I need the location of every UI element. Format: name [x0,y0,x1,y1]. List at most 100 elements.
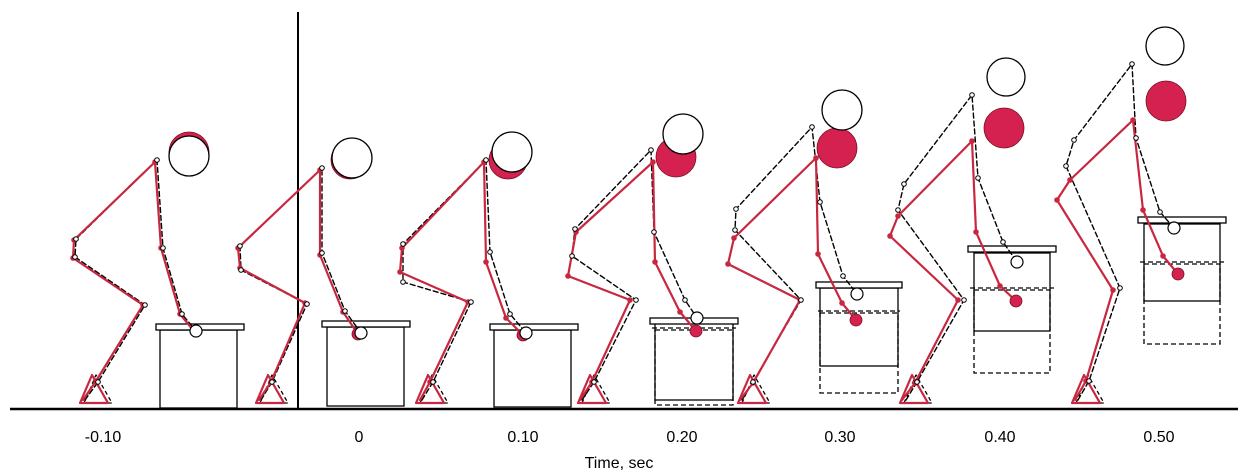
subject-joint-5 [815,251,821,257]
reference-head-7 [1145,26,1185,66]
reference-joint-2 [319,165,325,171]
subject-body-3 [398,160,525,402]
reference-joint-1 [179,311,185,317]
reference-joint-1 [72,254,78,260]
subject-hand-4 [689,324,703,338]
reference-joint-5 [750,379,756,385]
reference-head-6 [986,57,1026,97]
reference-head-2 [331,137,373,179]
box-outline-5-2 [819,312,899,394]
reference-joint-2 [319,250,325,256]
reference-joint-1 [95,379,101,385]
reference-foot-2 [259,374,289,404]
reference-joint-6 [969,92,975,98]
time-axis: -0.10 0 0.10 0.20 0.30 0.40 0.50 Time, s… [85,429,1175,472]
subject-foot-1 [78,373,110,405]
reference-joint-1 [160,245,166,251]
box-lid-6 [967,245,1057,253]
reference-joint-7 [1133,135,1139,141]
reference-joint-5 [817,199,823,205]
reference-body-1 [74,159,197,401]
subject-joint-5 [731,235,737,241]
subject-foot-4 [576,373,608,405]
box-outline-4-2 [654,329,734,406]
box-lid-7 [1137,216,1227,224]
time-label-3: 0.10 [507,429,538,446]
box-lid-2 [321,320,411,328]
reference-hand-1 [189,324,203,338]
box-outline-1-1 [159,329,238,409]
reference-joint-7 [1157,209,1163,215]
subject-foot-7 [1070,373,1102,405]
reference-joint-3 [400,279,406,285]
reference-body-3 [402,159,527,401]
reference-joint-5 [732,227,738,233]
subject-joint-5 [813,155,819,161]
subject-joint-7 [1140,207,1146,213]
reference-joint-3 [400,241,406,247]
reference-head-4 [662,113,704,155]
reference-joint-2 [237,243,243,249]
reference-head-1 [168,135,210,177]
reference-joint-7 [1063,163,1069,169]
reference-joint-6 [914,379,920,385]
subject-joint-4 [652,259,658,265]
time-label-4: 0.20 [666,429,697,446]
reference-hand-4 [690,311,704,325]
subject-joint-5 [839,300,845,306]
reference-joint-6 [1000,239,1006,245]
subject-joint-6 [955,297,961,303]
subject-body-1 [71,160,195,402]
reference-body-6 [897,94,1018,401]
subject-joint-4 [627,297,633,303]
reference-joint-3 [468,299,474,305]
subject-head-7 [1145,80,1187,122]
subject-joint-7 [1130,117,1136,123]
reference-body-4 [571,149,698,401]
subject-head-5 [816,127,858,169]
reference-joint-7 [1129,61,1135,67]
time-label-5: 0.30 [824,429,855,446]
reference-joint-7 [1117,285,1123,291]
reference-joint-7 [1086,378,1092,384]
reference-joint-1 [154,157,160,163]
subject-joint-4 [565,273,571,279]
reference-hand-7 [1167,221,1181,235]
reference-joint-2 [342,308,348,314]
subject-joint-4 [650,159,656,165]
box-outline-2-1 [326,326,405,407]
reference-hand-5 [850,287,864,301]
reference-joint-1 [142,302,148,308]
subject-foot-5 [736,373,768,405]
subject-foot-3 [414,373,446,405]
reference-joint-4 [682,297,688,303]
reference-body-2 [239,167,362,401]
subject-body-6 [888,139,1018,402]
reference-joint-5 [733,206,739,212]
reference-joint-6 [895,207,901,213]
reference-joint-6 [901,181,907,187]
box-outline-3-1 [493,329,572,408]
subject-joint-6 [973,229,979,235]
reference-joint-7 [1071,137,1077,143]
reference-joint-3 [430,379,436,385]
x-axis-label: Time, sec [585,455,654,472]
subject-head-6 [983,107,1025,149]
time-label-6: 0.40 [984,429,1015,446]
time-label-1: -0.10 [85,429,122,446]
reference-joint-4 [572,226,578,232]
box-lid-3 [489,323,579,331]
reference-joint-5 [798,297,804,303]
reference-head-3 [491,131,533,173]
box-outline-6-2 [973,289,1051,374]
reference-joint-6 [975,175,981,181]
reference-joint-4 [633,297,639,303]
reference-joint-6 [961,297,967,303]
reference-hand-3 [519,326,533,340]
reference-joint-4 [569,253,575,259]
reference-foot-3 [419,374,449,404]
subject-joint-7 [1160,253,1166,259]
box-lid-5 [815,281,903,289]
reference-joint-4 [648,147,654,153]
